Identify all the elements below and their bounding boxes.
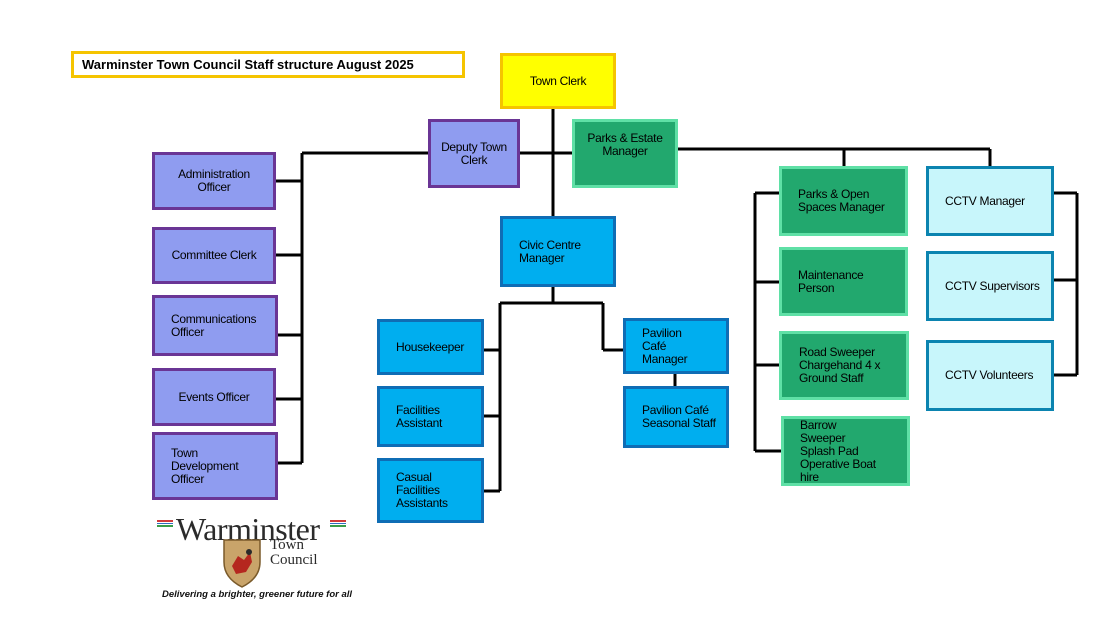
node-label: Barrow Sweeper Splash Pad Operative Boat… <box>800 417 876 484</box>
node-deputy-town-clerk: Deputy Town Clerk <box>428 119 520 188</box>
node-town-clerk: Town Clerk <box>500 53 616 109</box>
node-cctv-supervisors: CCTV Supervisors <box>926 251 1054 321</box>
node-facilities-assistant: Facilities Assistant <box>377 386 484 447</box>
node-maintenance-person: Maintenance Person <box>779 247 908 316</box>
node-pavilion-cafe-manager: Pavilion Café Manager <box>623 318 729 374</box>
node-civic-centre-manager: Civic Centre Manager <box>500 216 616 287</box>
node-committee-clerk: Committee Clerk <box>152 227 276 284</box>
node-barrow-sweeper: Barrow Sweeper Splash Pad Operative Boat… <box>781 416 910 486</box>
node-label: Deputy Town Clerk <box>441 139 507 167</box>
node-administration-officer: Administration Officer <box>152 152 276 210</box>
node-label: Pavilion Café Seasonal Staff <box>642 403 716 430</box>
node-casual-facilities-assistants: Casual Facilities Assistants <box>377 458 484 523</box>
node-label: Events Officer <box>178 389 250 404</box>
node-label: Committee Clerk <box>171 248 257 262</box>
node-housekeeper: Housekeeper <box>377 319 484 375</box>
node-label: Town Development Officer <box>171 445 239 486</box>
node-parks-estate-manager: Parks & Estate Manager <box>572 119 678 188</box>
logo-subtitle: Town Council <box>270 537 318 568</box>
node-label: CCTV Volunteers <box>945 368 1034 382</box>
node-town-development-officer: Town Development Officer <box>152 432 278 500</box>
node-label: Town Clerk <box>529 73 587 88</box>
node-label: Casual Facilities Assistants <box>396 470 448 510</box>
node-parks-open-spaces-manager: Parks & Open Spaces Manager <box>779 166 908 236</box>
node-label: Facilities Assistant <box>396 402 442 430</box>
node-label: Parks & Estate Manager <box>587 131 663 158</box>
node-label: Administration Officer <box>178 167 250 194</box>
node-label: Road Sweeper Chargehand 4 x Ground Staff <box>799 345 881 385</box>
shield-icon <box>223 539 261 588</box>
node-label: Civic Centre Manager <box>519 237 581 265</box>
node-cctv-volunteers: CCTV Volunteers <box>926 340 1054 411</box>
node-label: CCTV Supervisors <box>945 278 1040 293</box>
node-label: Parks & Open Spaces Manager <box>798 187 885 214</box>
node-label: Pavilion Café Manager <box>642 325 688 366</box>
logo-stripes-right <box>330 520 346 528</box>
node-pavilion-cafe-seasonal-staff: Pavilion Café Seasonal Staff <box>623 386 729 448</box>
node-communications-officer: Communications Officer <box>152 295 278 356</box>
node-road-sweeper: Road Sweeper Chargehand 4 x Ground Staff <box>779 331 909 400</box>
node-cctv-manager: CCTV Manager <box>926 166 1054 236</box>
node-label: Communications Officer <box>171 311 257 339</box>
node-label: CCTV Manager <box>945 193 1025 208</box>
logo-tagline: Delivering a brighter, greener future fo… <box>162 589 353 600</box>
logo-stripes-left <box>157 520 173 528</box>
node-events-officer: Events Officer <box>152 368 276 426</box>
node-label: Housekeeper <box>396 339 465 354</box>
node-label: Maintenance Person <box>798 267 864 295</box>
chart-title: Warminster Town Council Staff structure … <box>71 51 465 78</box>
